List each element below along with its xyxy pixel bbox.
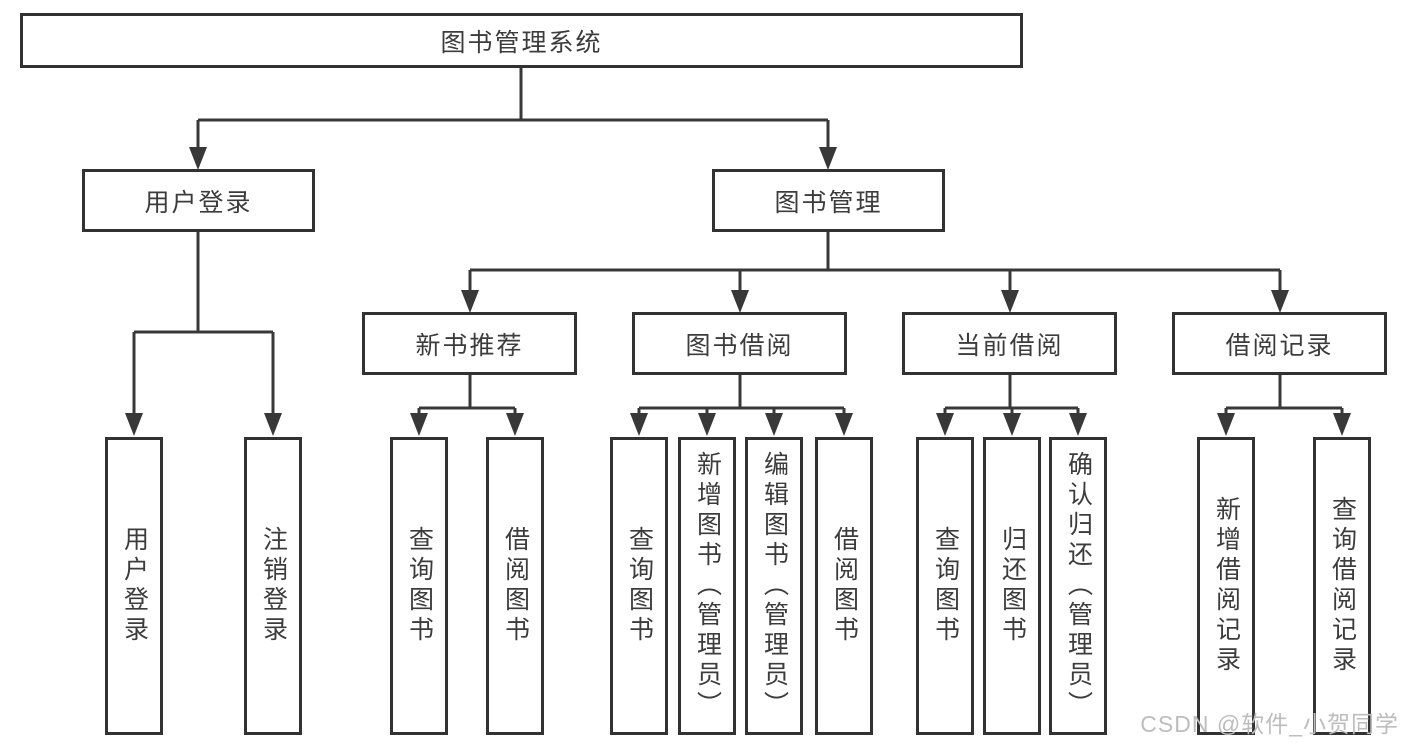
- leaf-add-book-admin: 新增图书（管理员）: [678, 437, 736, 735]
- connector-current-to-leaves: [943, 375, 1080, 414]
- node-label: 确认归还（管理员）: [1064, 451, 1093, 721]
- connector-borrow-to-leaves: [637, 375, 846, 414]
- leaf-edit-book-admin: 编辑图书（管理员）: [745, 437, 803, 735]
- node-label: 图书管理系统: [440, 28, 603, 57]
- connector-root-to-level2: [196, 68, 830, 148]
- node-label: 当前借阅: [955, 331, 1064, 360]
- node-label: 借阅图书: [501, 526, 530, 646]
- node-current-borrow: 当前借阅: [902, 312, 1117, 375]
- node-label: 图书借阅: [685, 331, 794, 360]
- node-label: 查询图书: [405, 526, 434, 646]
- leaf-user-login: 用户登录: [105, 437, 163, 735]
- leaf-query-book: 查询图书: [916, 437, 974, 735]
- node-label: 新增图书（管理员）: [693, 451, 722, 721]
- node-book-borrow: 图书借阅: [632, 312, 847, 375]
- connector-records-to-leaves: [1224, 375, 1344, 414]
- arrow-down-icon: [765, 413, 783, 436]
- node-label: 编辑图书（管理员）: [760, 451, 789, 721]
- node-label: 注销登录: [259, 526, 288, 646]
- leaf-borrow-book: 借阅图书: [486, 437, 544, 735]
- node-label: 用户登录: [144, 188, 253, 217]
- arrow-down-icon: [264, 413, 282, 436]
- watermark: CSDN @软件_小贺同学: [1140, 711, 1399, 737]
- arrow-down-icon: [1003, 413, 1021, 436]
- leaf-confirm-return-admin: 确认归还（管理员）: [1049, 437, 1107, 735]
- node-borrow-records: 借阅记录: [1172, 312, 1387, 375]
- leaf-query-book: 查询图书: [610, 437, 668, 735]
- arrow-down-icon: [1001, 290, 1019, 313]
- arrow-down-icon: [189, 147, 207, 170]
- node-library-system: 图书管理系统: [20, 13, 1023, 68]
- arrow-down-icon: [125, 413, 143, 436]
- arrow-down-icon: [461, 290, 479, 313]
- arrow-down-icon: [410, 413, 428, 436]
- node-label: 图书管理: [774, 188, 883, 217]
- node-label: 查询图书: [625, 526, 654, 646]
- connector-mgmt-to-level3: [468, 232, 1282, 291]
- node-label: 新增借阅记录: [1212, 496, 1241, 676]
- arrow-down-icon: [835, 413, 853, 436]
- node-label: 用户登录: [120, 526, 149, 646]
- leaf-return-book: 归还图书: [983, 437, 1041, 735]
- arrow-down-icon: [1069, 413, 1087, 436]
- node-label: 查询借阅记录: [1328, 496, 1357, 676]
- leaf-query-borrow-record: 查询借阅记录: [1313, 437, 1371, 735]
- arrow-down-icon: [1333, 413, 1351, 436]
- node-label: 查询图书: [931, 526, 960, 646]
- leaf-borrow-book: 借阅图书: [815, 437, 873, 735]
- node-book-management: 图书管理: [712, 169, 945, 232]
- node-label: 新书推荐: [415, 331, 524, 360]
- connector-login-to-leaves: [132, 232, 275, 414]
- arrow-down-icon: [506, 413, 524, 436]
- node-new-book-recommend: 新书推荐: [362, 312, 577, 375]
- node-label: 借阅记录: [1225, 331, 1334, 360]
- arrow-down-icon: [630, 413, 648, 436]
- leaf-add-borrow-record: 新增借阅记录: [1197, 437, 1255, 735]
- leaf-logout: 注销登录: [244, 437, 302, 735]
- node-user-login: 用户登录: [82, 169, 315, 232]
- node-label: 归还图书: [998, 526, 1027, 646]
- arrow-down-icon: [819, 147, 837, 170]
- connector-new-to-leaves: [417, 375, 517, 414]
- arrow-down-icon: [1271, 290, 1289, 313]
- node-label: 借阅图书: [830, 526, 859, 646]
- arrow-down-icon: [731, 290, 749, 313]
- arrow-down-icon: [1217, 413, 1235, 436]
- leaf-query-book: 查询图书: [390, 437, 448, 735]
- arrow-down-icon: [936, 413, 954, 436]
- arrow-down-icon: [698, 413, 716, 436]
